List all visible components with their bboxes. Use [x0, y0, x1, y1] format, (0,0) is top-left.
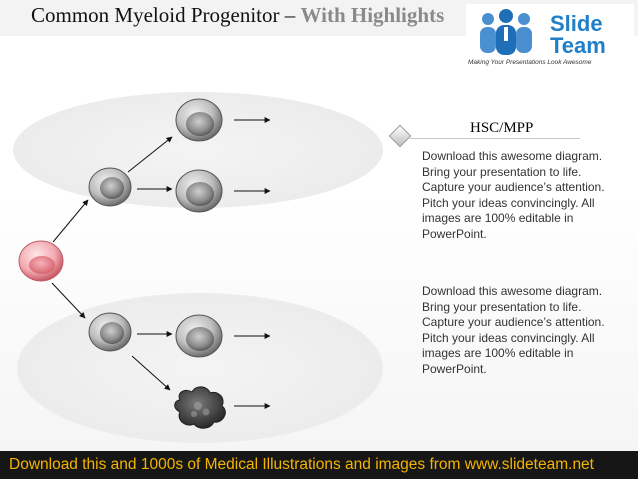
- cell-top-right: [175, 98, 223, 142]
- logo-brand-top: Slide: [550, 11, 603, 36]
- slideteam-logo[interactable]: Slide Team Making Your Presentations Loo…: [466, 4, 634, 70]
- description-paragraph-2: Download this awesome diagram. Bring you…: [422, 284, 605, 376]
- heading-underline: [410, 138, 580, 139]
- cell-mid-lower-right: [175, 314, 223, 358]
- progenitor-cell-upper: [88, 167, 132, 207]
- title-main: Common Myeloid Progenitor –: [31, 3, 301, 27]
- page-title: Common Myeloid Progenitor – With Highlig…: [31, 3, 444, 28]
- stem-cell: [18, 240, 64, 282]
- logo-brand-bottom: Team: [550, 33, 606, 58]
- logo-tagline: Making Your Presentations Look Awesome: [468, 59, 592, 66]
- people-icon: [480, 9, 532, 55]
- title-subtitle: With Highlights: [300, 3, 445, 27]
- footer-download-link[interactable]: Download this and 1000s of Medical Illus…: [9, 456, 594, 473]
- megakaryocyte-cell: [174, 386, 226, 429]
- footer-bar: [0, 451, 638, 479]
- lineage-arrows: [51, 117, 271, 409]
- progenitor-cell-lower: [88, 312, 132, 352]
- description-paragraph-1: Download this awesome diagram. Bring you…: [422, 149, 605, 241]
- section-heading: HSC/MPP: [470, 120, 534, 136]
- cell-mid-upper-right: [175, 169, 223, 213]
